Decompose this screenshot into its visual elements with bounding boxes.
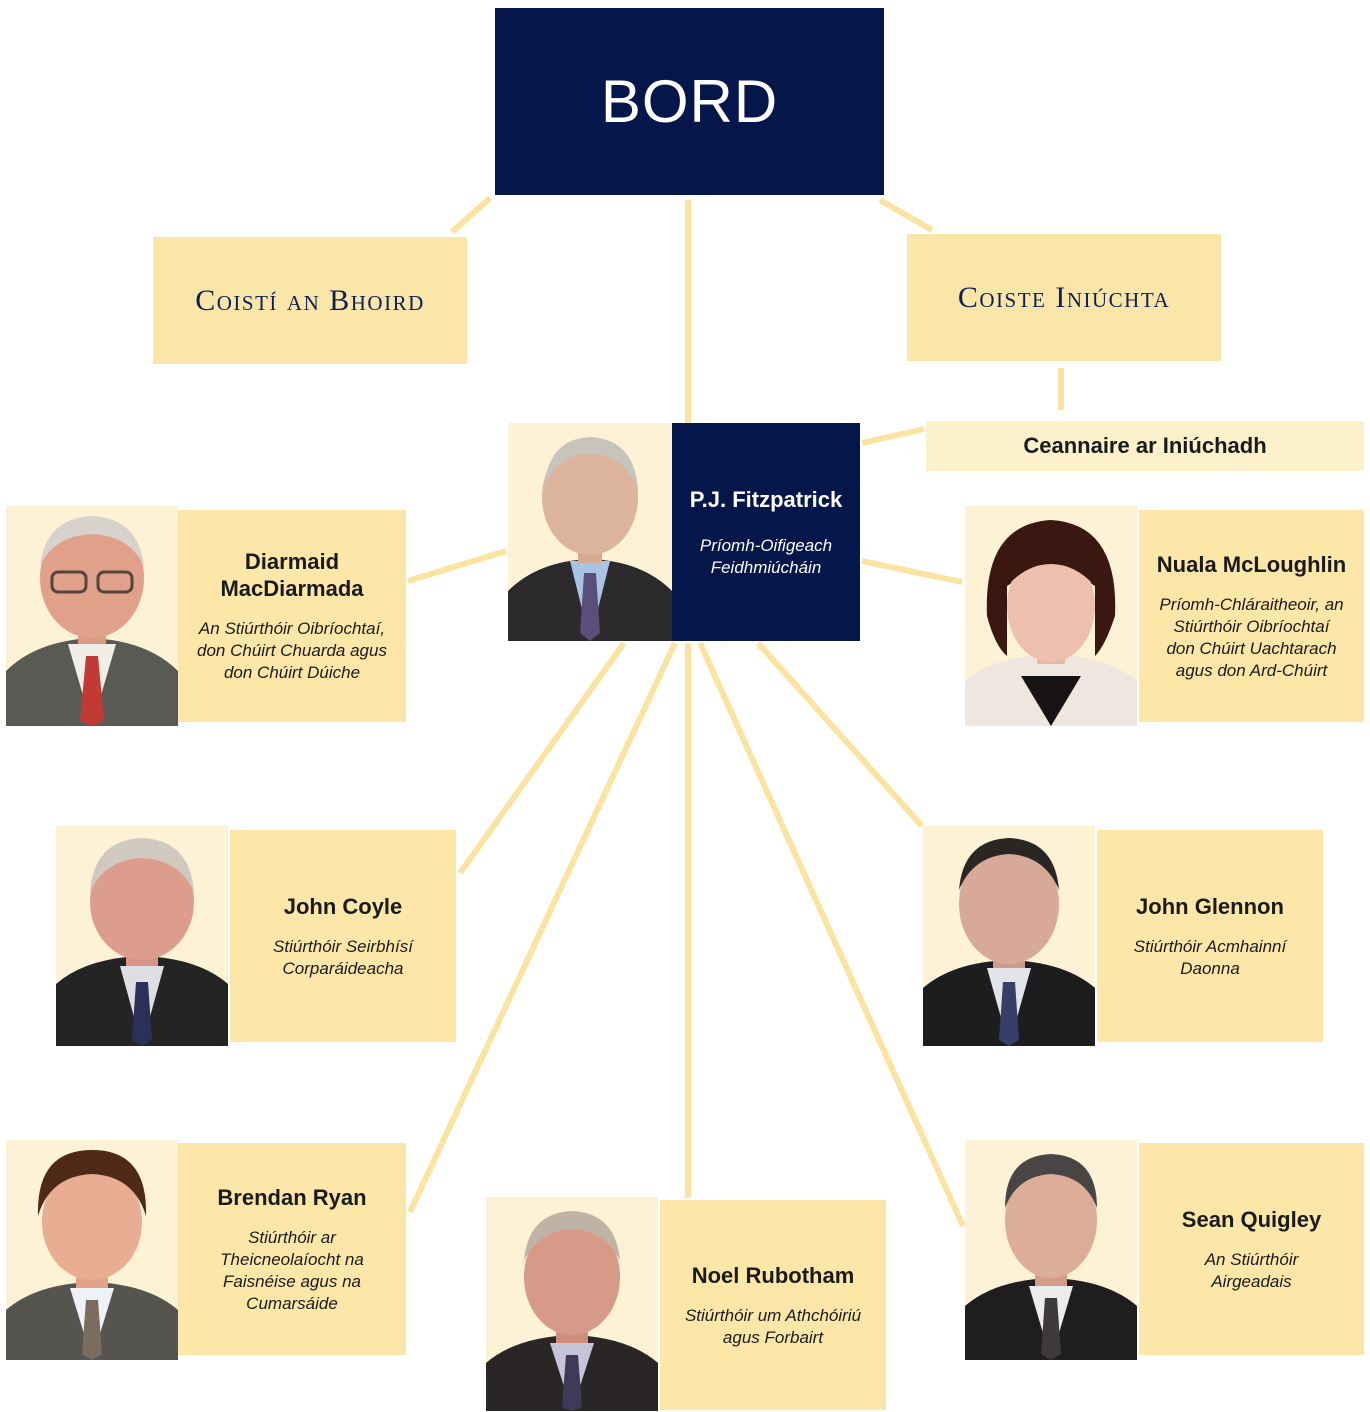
card-quigley: Sean Quigley An Stiúrthóir Airgeadais bbox=[1139, 1143, 1364, 1355]
line-ceo-quigley bbox=[697, 641, 966, 1228]
name-ryan: Brendan Ryan bbox=[217, 1184, 367, 1210]
card-macdiarmada: Diarmaid MacDiarmada An Stiúrthóir Oibrí… bbox=[178, 510, 406, 722]
role-quigley: An Stiúrthóir Airgeadais bbox=[1204, 1249, 1299, 1291]
name-fitzpatrick: P.J. Fitzpatrick bbox=[689, 486, 843, 512]
role-ryan: Stiúrthóir ar Theicneolaíocht na Faisnéi… bbox=[220, 1227, 364, 1313]
portrait-ryan bbox=[6, 1140, 178, 1360]
card-ryan: Brendan Ryan Stiúrthóir ar Theicneolaíoc… bbox=[178, 1143, 406, 1355]
name-rubotham: Noel Rubotham bbox=[691, 1262, 855, 1288]
audit-committee-label: Coiste Iniúchta bbox=[957, 280, 1171, 314]
board-label: BORD bbox=[600, 68, 779, 135]
line-board-audit bbox=[878, 197, 934, 233]
line-ceo-ryan bbox=[407, 641, 678, 1214]
portrait-mcloughlin bbox=[965, 506, 1137, 726]
portrait-coyle bbox=[56, 826, 228, 1046]
line-ceo-nuala bbox=[861, 558, 963, 585]
portrait-fitzpatrick bbox=[508, 423, 672, 641]
head-of-audit-box: Ceannaire ar Iniúchadh bbox=[926, 421, 1364, 471]
role-rubotham: Stiúrthóir um Athchóiriú agus Forbairt bbox=[684, 1305, 862, 1347]
line-ceo-audit-head bbox=[861, 426, 925, 446]
line-ceo-diarmaid bbox=[407, 548, 507, 584]
name-glennon: John Glennon bbox=[1136, 893, 1284, 919]
name-mcloughlin: Nuala McLoughlin bbox=[1156, 551, 1347, 577]
board-box: BORD bbox=[495, 8, 884, 195]
card-rubotham: Noel Rubotham Stiúrthóir um Athchóiriú a… bbox=[660, 1200, 886, 1410]
role-fitzpatrick: Príomh-Oifigeach Feidhmiúcháin bbox=[699, 535, 833, 577]
portrait-glennon bbox=[923, 826, 1095, 1046]
line-board-committees bbox=[449, 195, 493, 235]
card-mcloughlin: Nuala McLoughlin Príomh-Chláraitheoir, a… bbox=[1139, 510, 1364, 722]
portrait-rubotham bbox=[486, 1197, 658, 1411]
role-mcloughlin: Príomh-Chláraitheoir, an Stiúrthóir Oibr… bbox=[1159, 594, 1344, 680]
card-glennon: John Glennon Stiúrthóir Acmhainní Daonna bbox=[1097, 830, 1323, 1042]
name-macdiarmada: Diarmaid MacDiarmada bbox=[220, 549, 364, 601]
card-fitzpatrick: P.J. Fitzpatrick Príomh-Oifigeach Feidhm… bbox=[672, 423, 860, 641]
name-quigley: Sean Quigley bbox=[1181, 1206, 1322, 1232]
line-ceo-glennon bbox=[755, 640, 925, 829]
audit-committee-box: Coiste Iniúchta bbox=[907, 234, 1221, 361]
role-glennon: Stiúrthóir Acmhainní Daonna bbox=[1133, 936, 1287, 978]
name-coyle: John Coyle bbox=[283, 893, 403, 919]
portrait-macdiarmada bbox=[6, 506, 178, 726]
role-coyle: Stiúrthóir Seirbhísí Corparáideacha bbox=[273, 936, 413, 978]
line-ceo-coyle bbox=[457, 641, 627, 875]
board-committees-box: Coistí an Bhoird bbox=[153, 237, 467, 364]
role-macdiarmada: An Stiúrthóir Oibríochtaí, don Chúirt Ch… bbox=[197, 619, 387, 682]
card-coyle: John Coyle Stiúrthóir Seirbhísí Corparái… bbox=[230, 830, 456, 1042]
board-committees-label: Coistí an Bhoird bbox=[195, 283, 425, 317]
head-of-audit-label: Ceannaire ar Iniúchadh bbox=[1023, 433, 1267, 458]
portrait-quigley bbox=[965, 1140, 1137, 1360]
